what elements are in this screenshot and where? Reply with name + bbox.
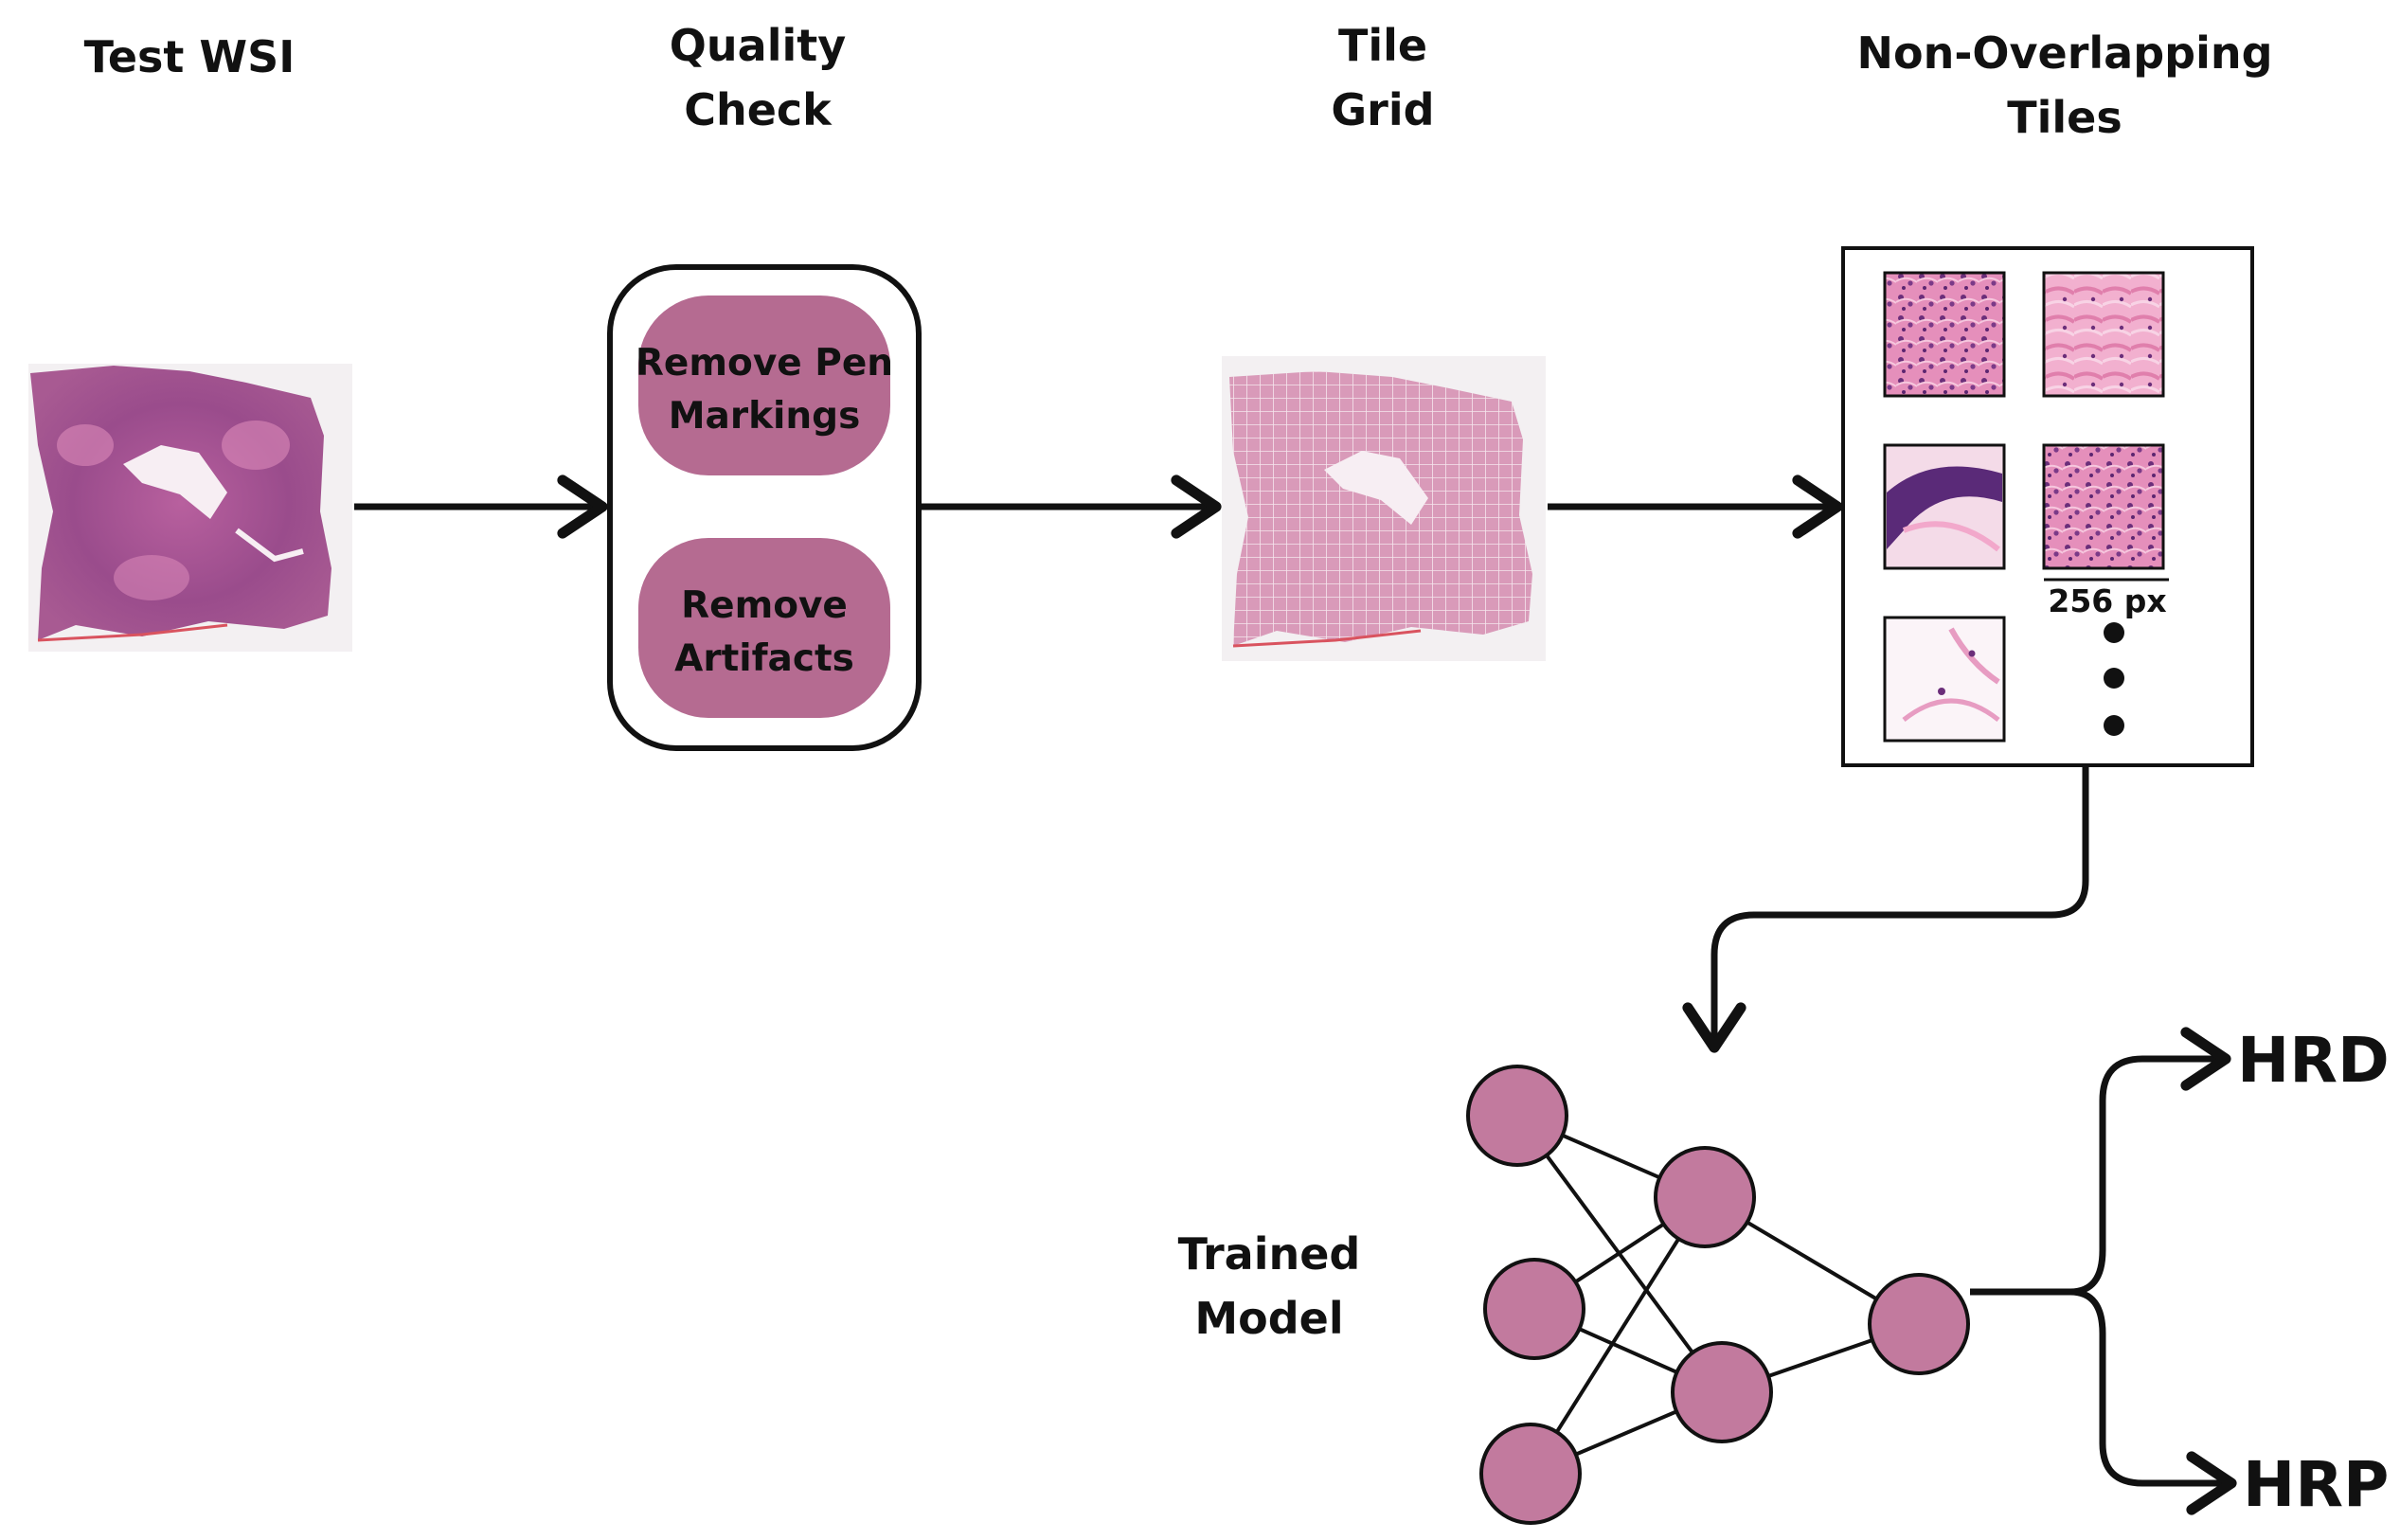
label-trained-model-line1: Trained: [1177, 1228, 1361, 1280]
remove-artifacts-pill: Remove Artifacts: [638, 538, 890, 718]
quality-check-box: Remove Pen Markings Remove Artifacts: [607, 264, 922, 751]
neural-network: [1466, 1065, 1970, 1525]
hidden-node-1: [1654, 1146, 1756, 1248]
pill-artifacts-line2: Artifacts: [674, 637, 854, 680]
label-quality-check-line2: Check: [684, 84, 832, 135]
ellipsis-dot-2: [2104, 668, 2124, 689]
output-branch: HRD HRP: [1970, 1024, 2390, 1521]
tile-3: [1883, 443, 2006, 570]
tile-2: [2042, 271, 2165, 398]
label-tiles-line1: Non-Overlapping: [1856, 27, 2273, 79]
arrow-to-hrd: [2069, 1027, 2231, 1296]
output-label-hrp: HRP: [2243, 1448, 2389, 1521]
label-quality-check: Quality Check: [616, 13, 900, 142]
tiles-panel: 256 px: [1841, 246, 2254, 767]
tissue-section: [30, 366, 331, 640]
tile-1: [1883, 271, 2006, 398]
test-wsi-slide: [28, 364, 352, 652]
label-trained-model: Trained Model: [1118, 1222, 1421, 1351]
input-node-2: [1483, 1258, 1585, 1360]
ellipsis-dot-1: [2104, 622, 2124, 643]
input-node-3: [1479, 1423, 1582, 1525]
tile-grid-slide: [1222, 356, 1546, 661]
hidden-node-2: [1671, 1341, 1773, 1443]
label-tile-grid-line1: Tile: [1337, 20, 1428, 71]
pill-artifacts-line1: Remove: [681, 584, 848, 627]
input-node-1: [1466, 1065, 1568, 1167]
tile-size-label: 256 px: [2048, 582, 2166, 619]
label-tiles-line2: Tiles: [2007, 92, 2122, 143]
arrow-tiles-to-model: [1682, 767, 2089, 1053]
tile-5: [1883, 616, 2006, 743]
ellipsis-dot-3: [2104, 715, 2124, 736]
label-quality-check-line1: Quality: [669, 20, 847, 71]
arrow-to-hrp: [2069, 1288, 2237, 1515]
pill-pen-line1: Remove Pen: [636, 342, 893, 385]
label-test-wsi: Test WSI: [83, 31, 296, 82]
output-node: [1868, 1273, 1970, 1375]
pill-pen-line2: Markings: [669, 395, 861, 438]
label-tile-grid: Tile Grid: [1241, 13, 1525, 142]
label-tile-grid-line2: Grid: [1331, 84, 1435, 135]
label-trained-model-line2: Model: [1194, 1293, 1344, 1344]
label-non-overlapping-tiles: Non-Overlapping Tiles: [1800, 21, 2330, 150]
remove-pen-markings-pill: Remove Pen Markings: [636, 295, 893, 475]
tile-4: [2042, 443, 2165, 570]
output-label-hrd: HRD: [2237, 1024, 2390, 1097]
